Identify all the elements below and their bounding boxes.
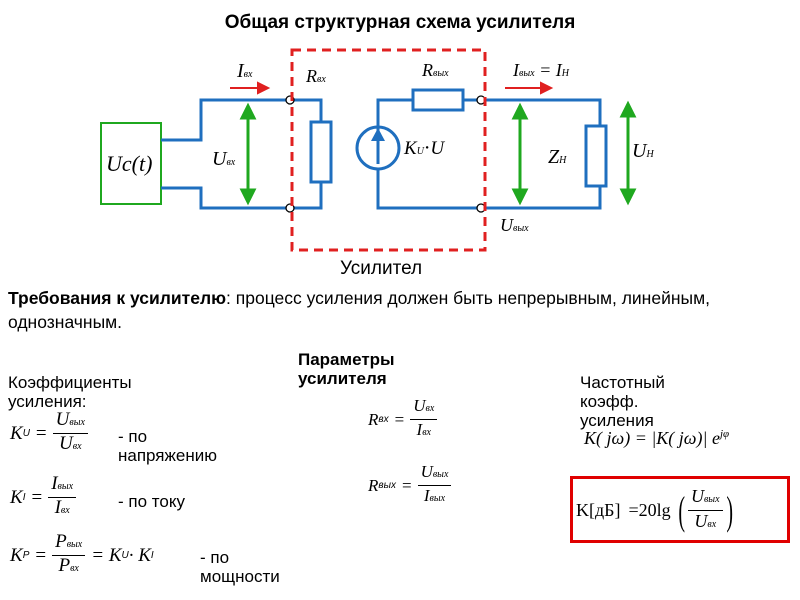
uout-label: Uвых <box>500 215 529 235</box>
requirements-text: Требования к усилителю: процесс усиления… <box>8 288 710 332</box>
kjw-formula: K( jω) = |K( jω)| ejφ <box>584 428 730 448</box>
rin-wire-bottom <box>290 182 323 210</box>
amplifier-boundary <box>290 48 487 252</box>
rin-label: Rвх <box>306 66 326 86</box>
zload-label: ZН <box>548 146 567 168</box>
input-wire-top <box>161 98 290 142</box>
signal-source-box <box>100 122 162 205</box>
kdb-formula-box <box>570 476 790 543</box>
source-wire-bottom <box>376 169 602 210</box>
source-wire-top <box>376 98 413 136</box>
uin-label: Uвх <box>212 148 236 170</box>
source-wire-out <box>463 98 602 126</box>
ku-note: - по напряжению <box>118 427 217 465</box>
ki-note: - по току <box>118 492 185 511</box>
input-wire-bottom <box>161 186 290 210</box>
rin-wire <box>290 98 323 122</box>
iin-label: Iвх <box>237 60 253 82</box>
rin-resistor <box>309 120 333 184</box>
rout-resistor <box>411 88 465 112</box>
frequency-heading: Частотный коэфф. усиления <box>580 373 665 430</box>
parameters-heading: Параметры усилителя <box>298 350 395 388</box>
source-label: Uc(t) <box>106 151 153 176</box>
load-resistor <box>584 124 608 188</box>
kp-note: - по мощности <box>200 548 280 586</box>
page-title: Общая структурная схема усилителя <box>224 12 576 33</box>
requirements-lead: Требования к усилителю <box>8 288 227 308</box>
amplifier-label: Усилител <box>340 258 423 279</box>
coefficients-heading: Коэффициенты усиления: <box>8 373 132 411</box>
rout-label: Rвых <box>422 60 449 80</box>
amplifier-circuit-diagram <box>100 48 637 252</box>
gain-source-label: KU⋅U <box>404 138 445 159</box>
iload-label: Iвых = IН <box>513 60 569 80</box>
uload-label: UН <box>632 140 654 162</box>
